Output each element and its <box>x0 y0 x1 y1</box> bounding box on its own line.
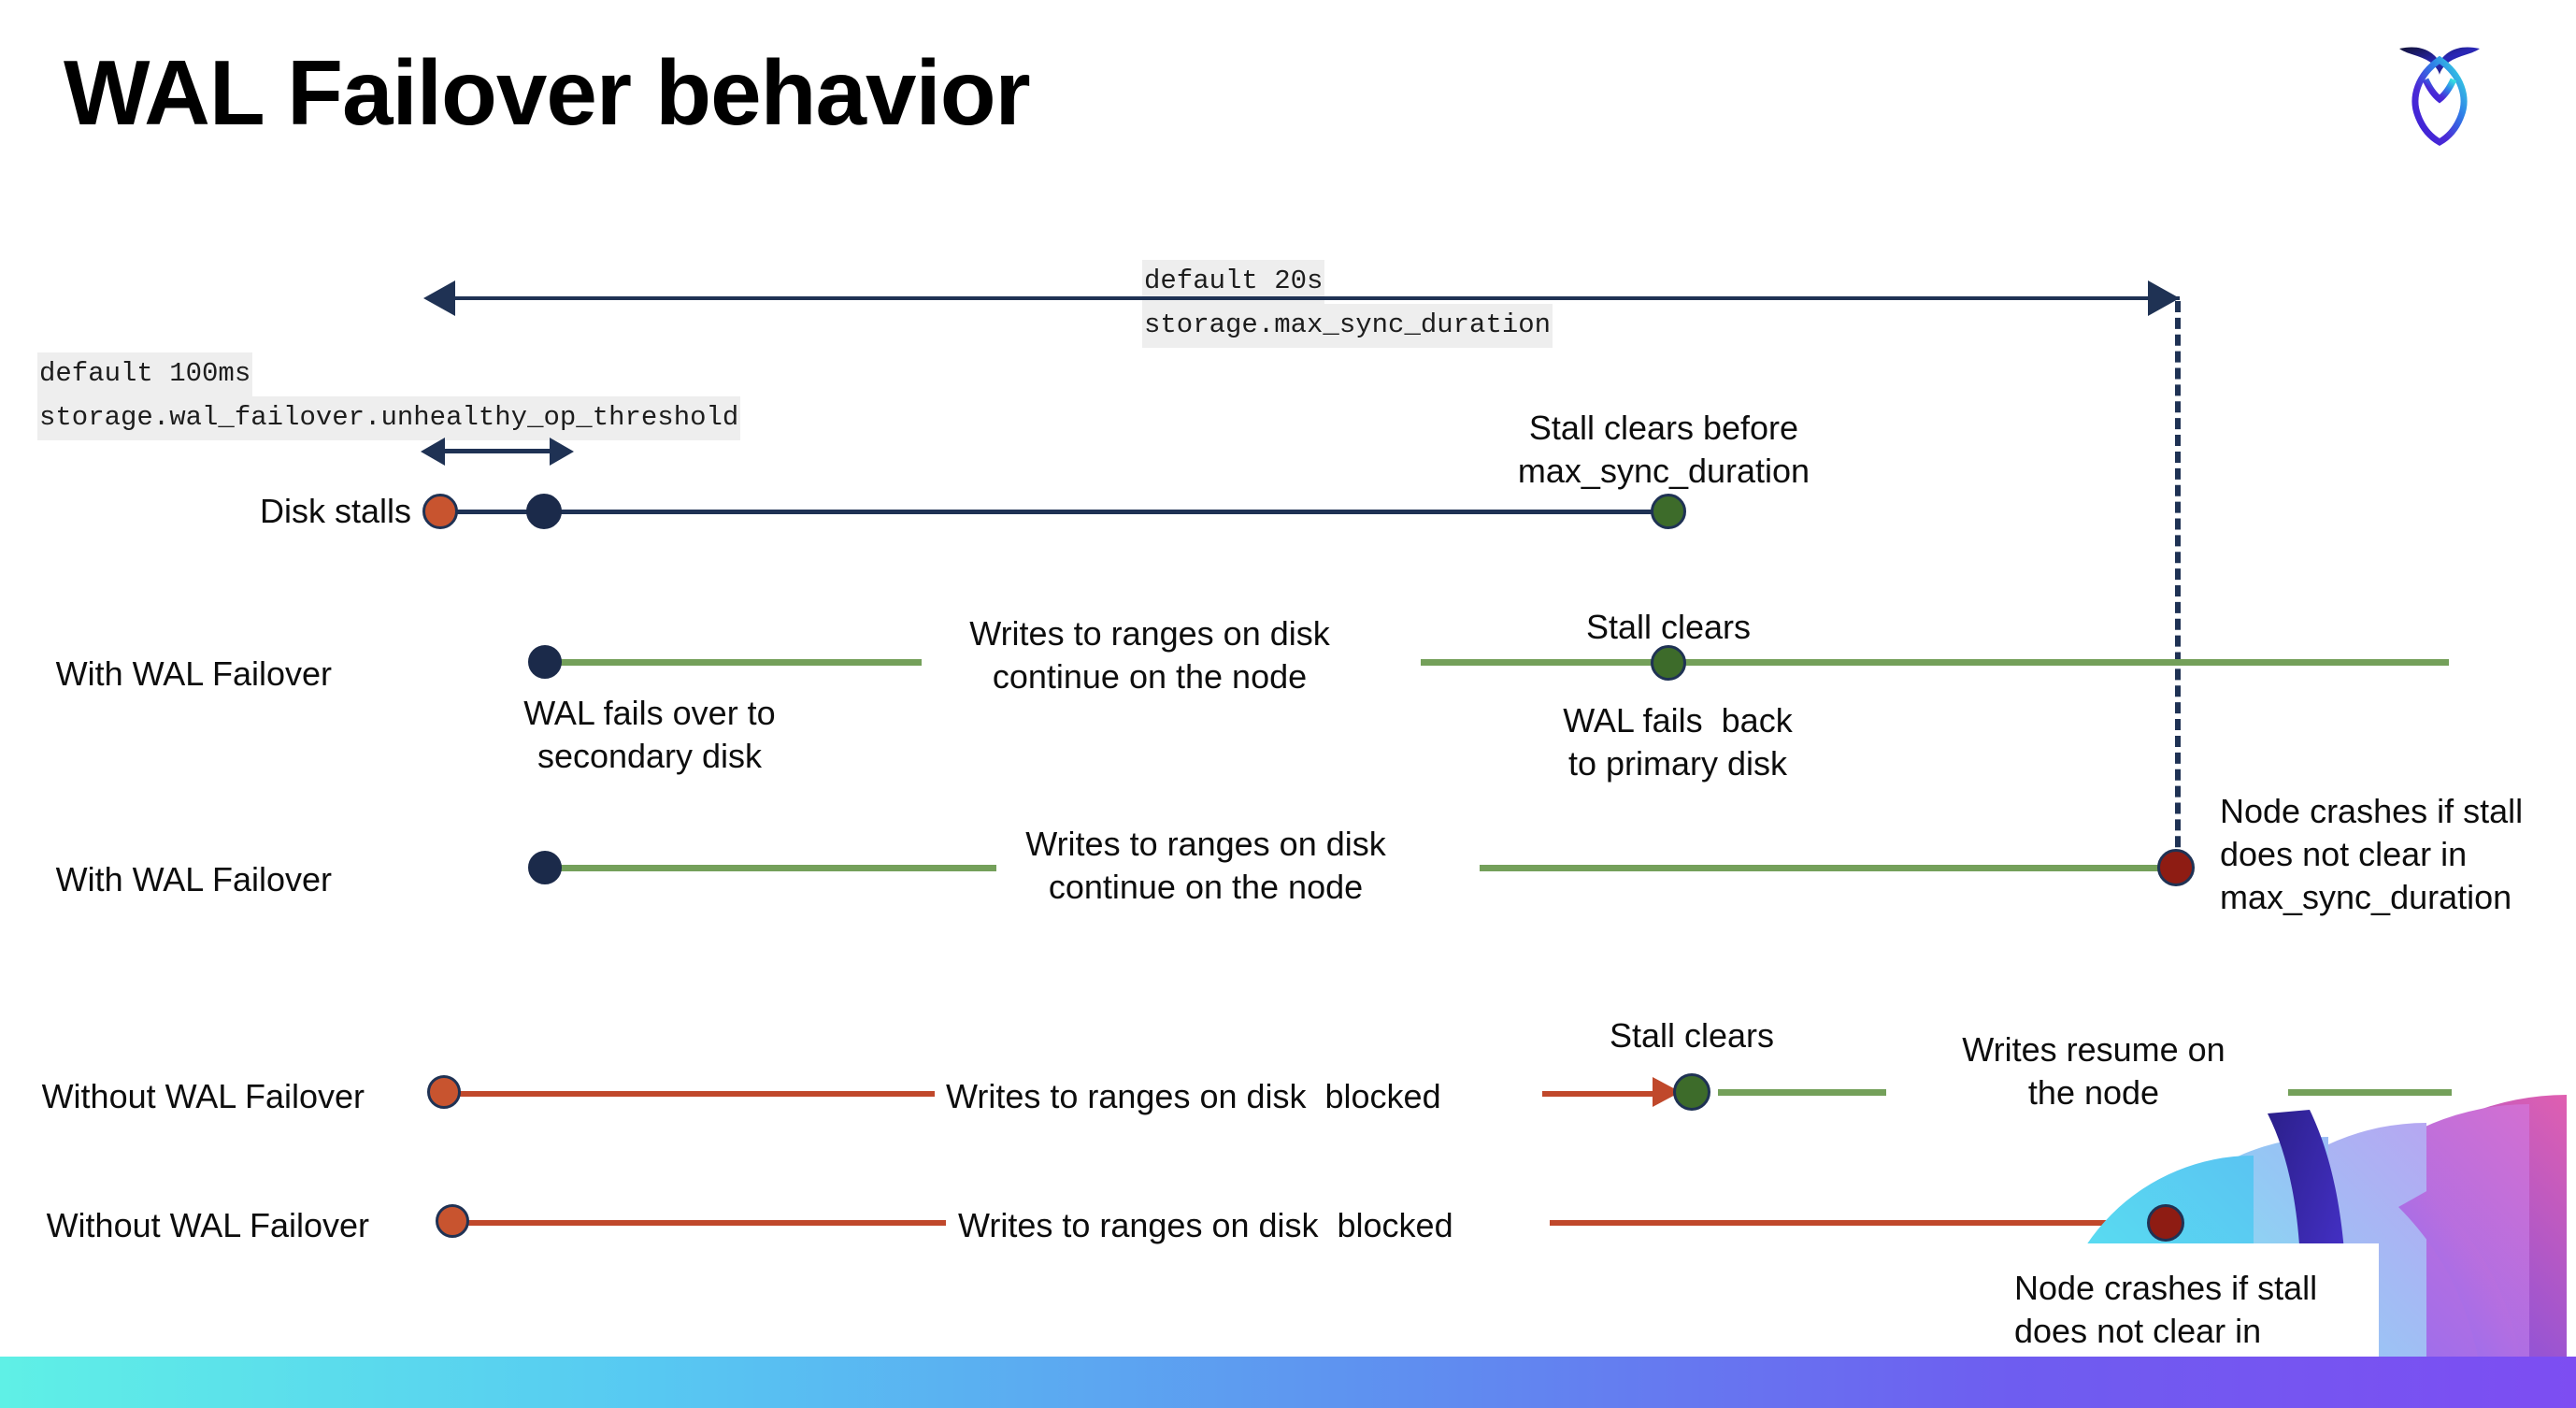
unhealthy-threshold-default-label: default 100ms <box>37 352 253 396</box>
note-wal-fails-over: WAL fails over to secondary disk <box>523 694 776 776</box>
note-stall-clears-before-max-sync: Stall clears before max_sync_duration <box>1517 409 1810 491</box>
max-sync-setting-label: storage.max_sync_duration <box>1142 303 1553 348</box>
note-stall-clears-2: Stall clears <box>1609 1016 1775 1055</box>
note-writes-resume: Writes resume on the node <box>1962 1030 2225 1113</box>
note-writes-continue-2: Writes to ranges on disk continue on the… <box>1025 825 1386 907</box>
unhealthy-op-threshold-annotation: default 100ms storage.wal_failover.unhea… <box>37 352 741 440</box>
row-label-with-wal-failover-2: With WAL Failover <box>55 860 332 898</box>
without-wal-1-start-dot <box>427 1075 461 1109</box>
page-title: WAL Failover behavior <box>64 41 1031 144</box>
disk-stall-unhealthy-dot <box>526 494 562 529</box>
unhealthy-threshold-arrow-right <box>550 438 574 466</box>
row-label-without-wal-failover-1: Without WAL Failover <box>41 1077 365 1115</box>
without-wal-1-line-resume-a <box>1718 1089 1886 1096</box>
wal-failover-2-line-right <box>1480 865 2181 871</box>
without-wal-2-line-a <box>458 1220 946 1226</box>
without-wal-1-clears-dot <box>1673 1073 1710 1111</box>
without-wal-2-line-b <box>1550 1220 2148 1226</box>
disk-stall-clears-dot <box>1651 494 1686 529</box>
without-wal-1-line-blocked-b <box>1542 1091 1659 1097</box>
without-wal-2-start-dot <box>436 1204 469 1238</box>
without-wal-1-line-blocked-a <box>447 1091 935 1097</box>
wal-failover-1-clears-dot <box>1651 645 1686 681</box>
unhealthy-threshold-span-line <box>437 449 557 453</box>
disk-stalls-timeline <box>441 510 1684 514</box>
unhealthy-threshold-arrow-left <box>421 438 445 466</box>
bottom-gradient-bar <box>0 1357 2576 1408</box>
row-label-disk-stalls: Disk stalls <box>259 492 411 530</box>
max-sync-span-line <box>455 296 2180 300</box>
note-writes-blocked-1: Writes to ranges on disk blocked <box>946 1077 1441 1115</box>
wal-failover-2-start-dot <box>528 851 562 884</box>
wal-failover-1-line-left <box>548 659 922 666</box>
note-wal-fails-back: WAL fails back to primary disk <box>1563 701 1793 783</box>
max-sync-span-arrow-right <box>2148 280 2180 316</box>
unhealthy-threshold-setting-label: storage.wal_failover.unhealthy_op_thresh… <box>37 395 741 440</box>
cockroachdb-logo-icon <box>2379 26 2500 148</box>
without-wal-2-crash-dot <box>2147 1204 2184 1242</box>
disk-stall-start-dot <box>422 494 458 529</box>
row-label-without-wal-failover-2: Without WAL Failover <box>46 1206 369 1244</box>
wal-failover-1-line-right <box>1421 659 2449 666</box>
wal-failover-2-line-left <box>548 865 996 871</box>
note-writes-continue-1: Writes to ranges on disk continue on the… <box>969 614 1330 697</box>
note-node-crashes-1: Node crashes if stall does not clear in … <box>2220 792 2524 917</box>
wal-failover-1-start-dot <box>528 645 562 679</box>
without-wal-1-line-resume-b <box>2288 1089 2452 1096</box>
wal-failover-2-crash-dot <box>2157 849 2195 886</box>
max-sync-duration-annotation: default 20s storage.max_sync_duration <box>1142 260 1553 348</box>
row-label-with-wal-failover-1: With WAL Failover <box>55 654 332 693</box>
note-stall-clears-1: Stall clears <box>1585 608 1752 646</box>
max-sync-span-arrow-left <box>423 280 455 316</box>
note-writes-blocked-2: Writes to ranges on disk blocked <box>958 1206 1453 1244</box>
max-sync-deadline-dashed-line <box>2175 301 2181 881</box>
